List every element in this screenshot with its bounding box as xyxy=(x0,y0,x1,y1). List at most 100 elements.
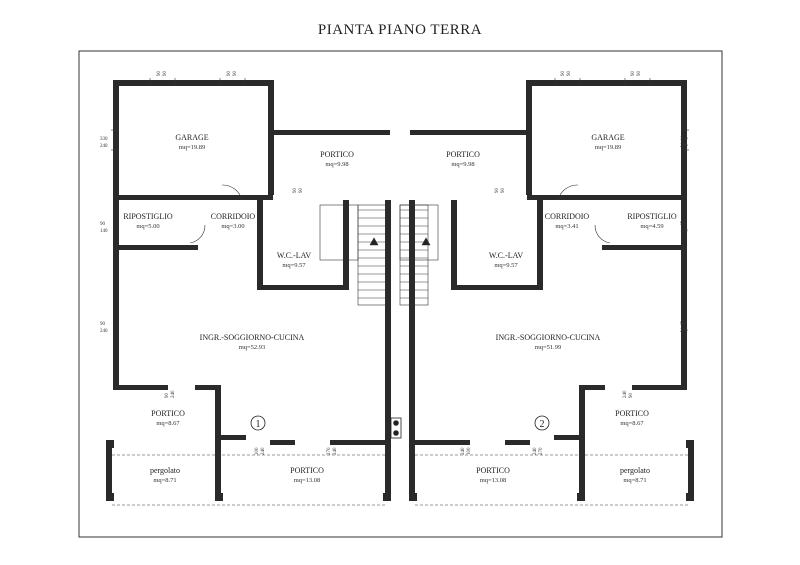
room-area-portico_front: mq=13.08 xyxy=(480,477,507,484)
wall xyxy=(410,130,526,135)
room-name-ripostiglio: RIPOSTIGLIO xyxy=(123,212,173,221)
room-name-portico_top: PORTICO xyxy=(320,150,354,159)
room-name-soggiorno: INGR.-SOGGIORNO-CUCINA xyxy=(200,333,305,342)
dim-wc_window-0: 90 xyxy=(501,188,506,194)
room-area-ripostiglio: mq=4.59 xyxy=(640,223,663,230)
dim-front_door_a-1: 240 xyxy=(261,447,266,455)
stair-arrow-icon xyxy=(421,237,431,246)
wall xyxy=(106,493,114,501)
wall xyxy=(580,385,605,390)
room-name-pergolato: pergolato xyxy=(620,466,650,475)
wall xyxy=(113,245,119,390)
room-name-portico_side: PORTICO xyxy=(615,409,649,418)
wall xyxy=(215,385,221,440)
room-name-garage: GARAGE xyxy=(175,133,208,142)
room-area-portico_side: mq=8.67 xyxy=(620,420,644,427)
dim-front_door_b-1: 240 xyxy=(333,447,338,455)
room-area-garage: mq=19.89 xyxy=(179,144,206,151)
wall xyxy=(268,80,274,195)
wall xyxy=(343,200,349,290)
wall xyxy=(537,195,543,290)
room-area-portico_top: mq=9.98 xyxy=(325,161,348,168)
wall xyxy=(681,245,687,390)
dim-soggiorno_window-0: 90 xyxy=(100,322,106,327)
wall xyxy=(415,440,470,445)
wall xyxy=(270,440,295,445)
dim-garage_window-1: 240 xyxy=(100,144,108,149)
meter-box xyxy=(390,417,402,439)
dim-portico_door_a-1: 240 xyxy=(171,390,176,398)
wall xyxy=(452,285,537,290)
room-area-wc: mq=9.57 xyxy=(282,262,306,269)
wall xyxy=(221,435,246,440)
dim-front_door_a-0: 100 xyxy=(255,447,260,455)
door-swing xyxy=(189,224,206,244)
dim-ripostiglio_window-0: 90 xyxy=(680,222,686,227)
wall xyxy=(257,195,263,290)
dim-ripostiglio_window-0: 90 xyxy=(100,222,106,227)
dim-top_window_b-0: 90 xyxy=(567,71,572,77)
room-area-corridoio: mq=3.00 xyxy=(221,223,244,230)
wall xyxy=(579,440,585,500)
room-name-wc: W.C.-LAV xyxy=(277,251,311,260)
wall xyxy=(527,195,687,200)
dim-ripostiglio_window-1: 140 xyxy=(100,229,108,234)
fixtures xyxy=(111,78,689,506)
room-name-corridoio: CORRIDOIO xyxy=(545,212,590,221)
dim-front_door_a-0: 270 xyxy=(539,447,544,455)
dim-front_door_b-1: 240 xyxy=(461,447,466,455)
room-name-ripostiglio: RIPOSTIGLIO xyxy=(627,212,677,221)
door-swing xyxy=(221,184,243,201)
wall xyxy=(106,440,112,495)
wall xyxy=(681,80,687,250)
dim-top_window_a-0: 90 xyxy=(637,71,642,77)
wall xyxy=(602,245,687,250)
wall xyxy=(409,493,417,501)
dim-top_window_b-0: 90 xyxy=(227,71,232,77)
wall xyxy=(554,435,579,440)
room-area-wc: mq=9.57 xyxy=(494,262,518,269)
dim-front_door_b-0: 100 xyxy=(467,447,472,455)
wall xyxy=(113,385,168,390)
wall xyxy=(527,80,687,86)
wall xyxy=(215,440,221,500)
wall xyxy=(409,200,415,500)
room-area-pergolato: mq=8.71 xyxy=(153,477,176,484)
wall xyxy=(632,385,687,390)
room-area-corridoio: mq=3.41 xyxy=(555,223,578,230)
wall xyxy=(385,200,391,500)
sheet-border xyxy=(78,50,723,538)
room-name-wc: W.C.-LAV xyxy=(489,251,523,260)
wall xyxy=(526,80,532,195)
page-title: PIANTA PIANO TERRA xyxy=(317,22,483,38)
landing xyxy=(319,204,359,261)
unit-number-circle xyxy=(534,415,550,431)
dim-soggiorno_window-1: 240 xyxy=(100,329,108,334)
wall xyxy=(195,385,220,390)
dim-garage_window-0: 330 xyxy=(100,137,108,142)
dim-portico_door_a-1: 240 xyxy=(623,390,628,398)
wall xyxy=(330,440,385,445)
door-swing xyxy=(557,184,579,201)
wall xyxy=(113,245,198,250)
walls xyxy=(106,80,694,501)
wall xyxy=(274,130,390,135)
wall xyxy=(686,493,694,501)
dim-top_window_b-1: 90 xyxy=(233,71,238,77)
dim-front_door_a-1: 240 xyxy=(533,447,538,455)
room-name-corridoio: CORRIDOIO xyxy=(211,212,256,221)
dim-top_window_b-1: 90 xyxy=(561,71,566,77)
wall xyxy=(113,190,119,250)
stair-arrow-icon xyxy=(369,237,379,246)
room-name-garage: GARAGE xyxy=(591,133,624,142)
wall xyxy=(505,440,530,445)
wall xyxy=(106,440,114,448)
room-name-portico_side: PORTICO xyxy=(151,409,185,418)
wall xyxy=(577,493,585,501)
meter-icon xyxy=(393,430,399,436)
room-name-soggiorno: INGR.-SOGGIORNO-CUCINA xyxy=(496,333,601,342)
room-area-garage: mq=19.89 xyxy=(595,144,622,151)
dim-soggiorno_window-1: 240 xyxy=(680,329,688,334)
